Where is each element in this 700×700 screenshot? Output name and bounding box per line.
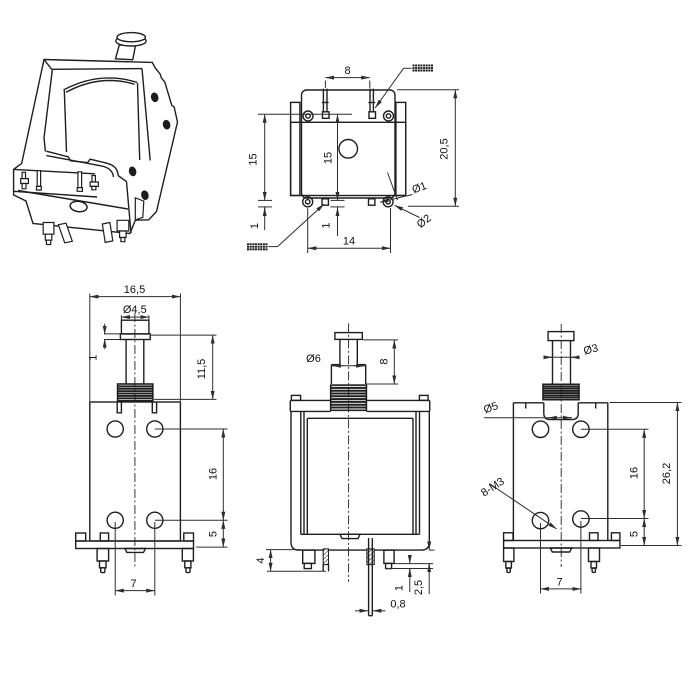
svg-text:8: 8 bbox=[379, 358, 391, 364]
svg-text:0,8: 0,8 bbox=[390, 599, 405, 611]
svg-text:Ø2: Ø2 bbox=[415, 212, 434, 230]
svg-text:Ø4,5: Ø4,5 bbox=[123, 304, 147, 316]
svg-text:Ø5: Ø5 bbox=[482, 400, 500, 416]
svg-text:15: 15 bbox=[322, 152, 334, 164]
svg-text:Ø1: Ø1 bbox=[411, 180, 429, 196]
svg-text:Ø3: Ø3 bbox=[582, 342, 599, 357]
svg-text:8: 8 bbox=[345, 65, 351, 77]
svg-text:7: 7 bbox=[556, 577, 562, 589]
svg-text:8-M3: 8-M3 bbox=[479, 476, 507, 500]
svg-text:14: 14 bbox=[343, 236, 355, 248]
svg-text:15: 15 bbox=[248, 153, 260, 165]
svg-text:5: 5 bbox=[629, 531, 641, 537]
svg-text:1: 1 bbox=[249, 223, 261, 229]
svg-text:5: 5 bbox=[208, 531, 220, 537]
svg-text:2,5: 2,5 bbox=[413, 580, 425, 595]
svg-text:1: 1 bbox=[320, 222, 332, 228]
svg-text:16: 16 bbox=[208, 468, 220, 480]
svg-text:26,2: 26,2 bbox=[661, 463, 673, 484]
svg-text:1: 1 bbox=[393, 585, 405, 591]
svg-text:20,5: 20,5 bbox=[439, 138, 451, 159]
svg-text:7: 7 bbox=[130, 578, 136, 590]
svg-text:Ø6: Ø6 bbox=[306, 353, 321, 365]
svg-text:16,5: 16,5 bbox=[124, 284, 145, 296]
svg-text:4: 4 bbox=[255, 557, 267, 563]
svg-text:1: 1 bbox=[87, 355, 99, 361]
svg-text:16: 16 bbox=[629, 467, 641, 479]
svg-text:11,5: 11,5 bbox=[196, 359, 208, 380]
